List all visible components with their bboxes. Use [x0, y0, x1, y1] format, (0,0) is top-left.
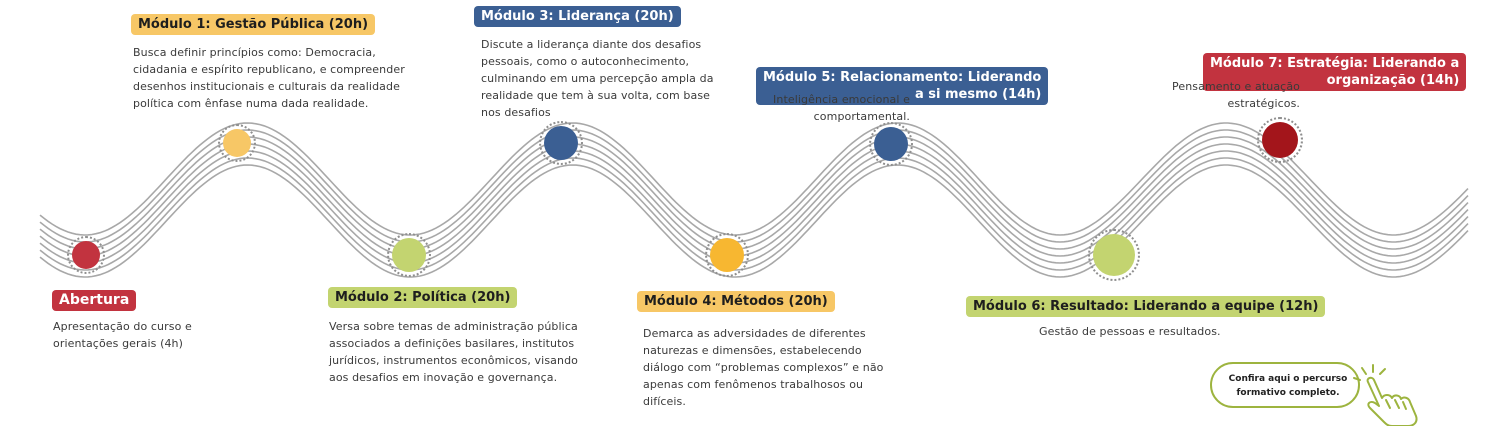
modulo-4-description: Demarca as adversidades de diferentes na… — [643, 327, 884, 408]
milestone-dot-modulo-3 — [539, 121, 583, 165]
wave-line — [39, 129, 1469, 243]
modulo-5-description-line-1: Inteligência emocional e — [773, 93, 910, 106]
modulo-1-title: Módulo 1: Gestão Pública (20h) — [131, 14, 376, 35]
milestone-dot-modulo-4 — [705, 233, 749, 277]
modulo-5-title-line-2: a si mesmo (14h) — [914, 87, 1042, 102]
cta-text-line-1[interactable]: Confira aqui o percurso — [1228, 374, 1348, 384]
modulo-6-description: Gestão de pessoas e resultados. — [1039, 325, 1221, 338]
milestone-dot-modulo-6 — [1088, 229, 1140, 281]
abertura-description: Apresentação do curso e orientações gera… — [53, 320, 192, 350]
wave-line — [39, 143, 1469, 257]
modulo-3-title: Módulo 3: Liderança (20h) — [474, 6, 681, 27]
abertura-title: Abertura — [52, 290, 137, 311]
modulo-3-description: Discute a liderança diante dos desafios … — [481, 38, 714, 119]
modulo-2-title: Módulo 2: Política (20h) — [328, 287, 518, 308]
cta-button[interactable]: Confira aqui o percurso formativo comple… — [1210, 360, 1425, 426]
cta-text-line-2[interactable]: formativo completo. — [1236, 388, 1340, 398]
modulo-5-description-line-2: comportamental. — [813, 110, 910, 123]
modulo-4-title: Módulo 4: Métodos (20h) — [637, 291, 835, 312]
pointing-hand-icon — [1353, 364, 1418, 426]
cta-pill[interactable]: Confira aqui o percurso formativo comple… — [1210, 362, 1360, 408]
wave-line — [39, 164, 1469, 278]
modulo-2-description: Versa sobre temas de administração públi… — [329, 320, 578, 384]
modulo-7-description: Pensamento e atuação estratégicos. — [1150, 78, 1300, 112]
wave-line — [39, 157, 1469, 271]
milestone-dot-modulo-1 — [218, 124, 256, 162]
modulo-7-description-line-1: Pensamento e atuação — [1172, 80, 1300, 93]
wave-line — [39, 136, 1469, 250]
cta-text[interactable]: Confira aqui o percurso formativo comple… — [1220, 372, 1356, 400]
milestone-dot-abertura — [67, 236, 105, 274]
modulo-1-description: Busca definir princípios como: Democraci… — [133, 46, 405, 110]
milestone-dot-modulo-7 — [1257, 117, 1303, 163]
wave-line — [39, 150, 1469, 264]
modulo-6-title: Módulo 6: Resultado: Liderando a equipe … — [966, 296, 1326, 317]
modulo-7-title-line-1: Módulo 7: Estratégia: Liderando a — [1210, 56, 1460, 71]
wave-line — [39, 122, 1469, 236]
milestone-dot-modulo-2 — [387, 233, 431, 277]
modulo-7-description-line-2: estratégicos. — [1227, 97, 1300, 110]
modulo-7-title-line-2: organização (14h) — [1326, 73, 1460, 88]
modulo-5-title-line-1: Módulo 5: Relacionamento: Liderando — [763, 70, 1042, 85]
modulo-5-description: Inteligência emocional e comportamental. — [750, 91, 910, 125]
milestone-dot-modulo-5 — [869, 122, 913, 166]
modulo-7-title: Módulo 7: Estratégia: Liderando a organi… — [1203, 53, 1467, 91]
modulo-5-title: Módulo 5: Relacionamento: Liderando a si… — [756, 67, 1049, 105]
